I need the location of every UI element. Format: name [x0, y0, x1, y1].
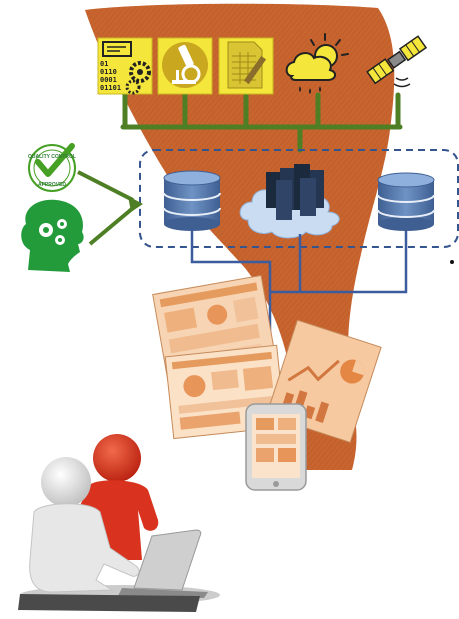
database-right-icon — [377, 172, 435, 231]
satellite-icon — [366, 35, 428, 88]
red-person-head — [93, 434, 141, 482]
green-connector-tree — [120, 92, 403, 153]
spreadsheet-pencil-icon — [218, 37, 274, 95]
badge-bottom-text: APPROVED — [38, 182, 66, 188]
database-left-icon — [163, 170, 221, 231]
binary-line-3: 0001 — [100, 76, 117, 84]
users-at-laptop-illustration — [18, 434, 220, 612]
binary-line-2: 0110 — [100, 68, 117, 76]
badge-top-text: QUALITY CONTROL — [28, 154, 76, 160]
cloud-servers-icon — [239, 164, 340, 239]
weather-cloud-rain-icon — [285, 33, 349, 94]
code-gears-icon: 01 0110 0001 01101 — [97, 37, 153, 95]
white-person-head — [41, 457, 91, 507]
binary-line-4: 01101 — [100, 84, 121, 92]
smartphone-icon — [245, 403, 307, 491]
blue-connector-tree — [190, 231, 408, 340]
thinking-head-gears-icon — [21, 199, 84, 272]
reports-dashboards-stack — [152, 274, 382, 444]
binary-line-1: 01 — [100, 60, 108, 68]
input-arrows — [77, 170, 143, 246]
microscope-icon — [157, 37, 213, 95]
integration-hub-frame — [139, 149, 459, 248]
quality-approved-badge: QUALITY CONTROL APPROVED — [28, 143, 76, 192]
bullet-dot — [450, 260, 454, 264]
